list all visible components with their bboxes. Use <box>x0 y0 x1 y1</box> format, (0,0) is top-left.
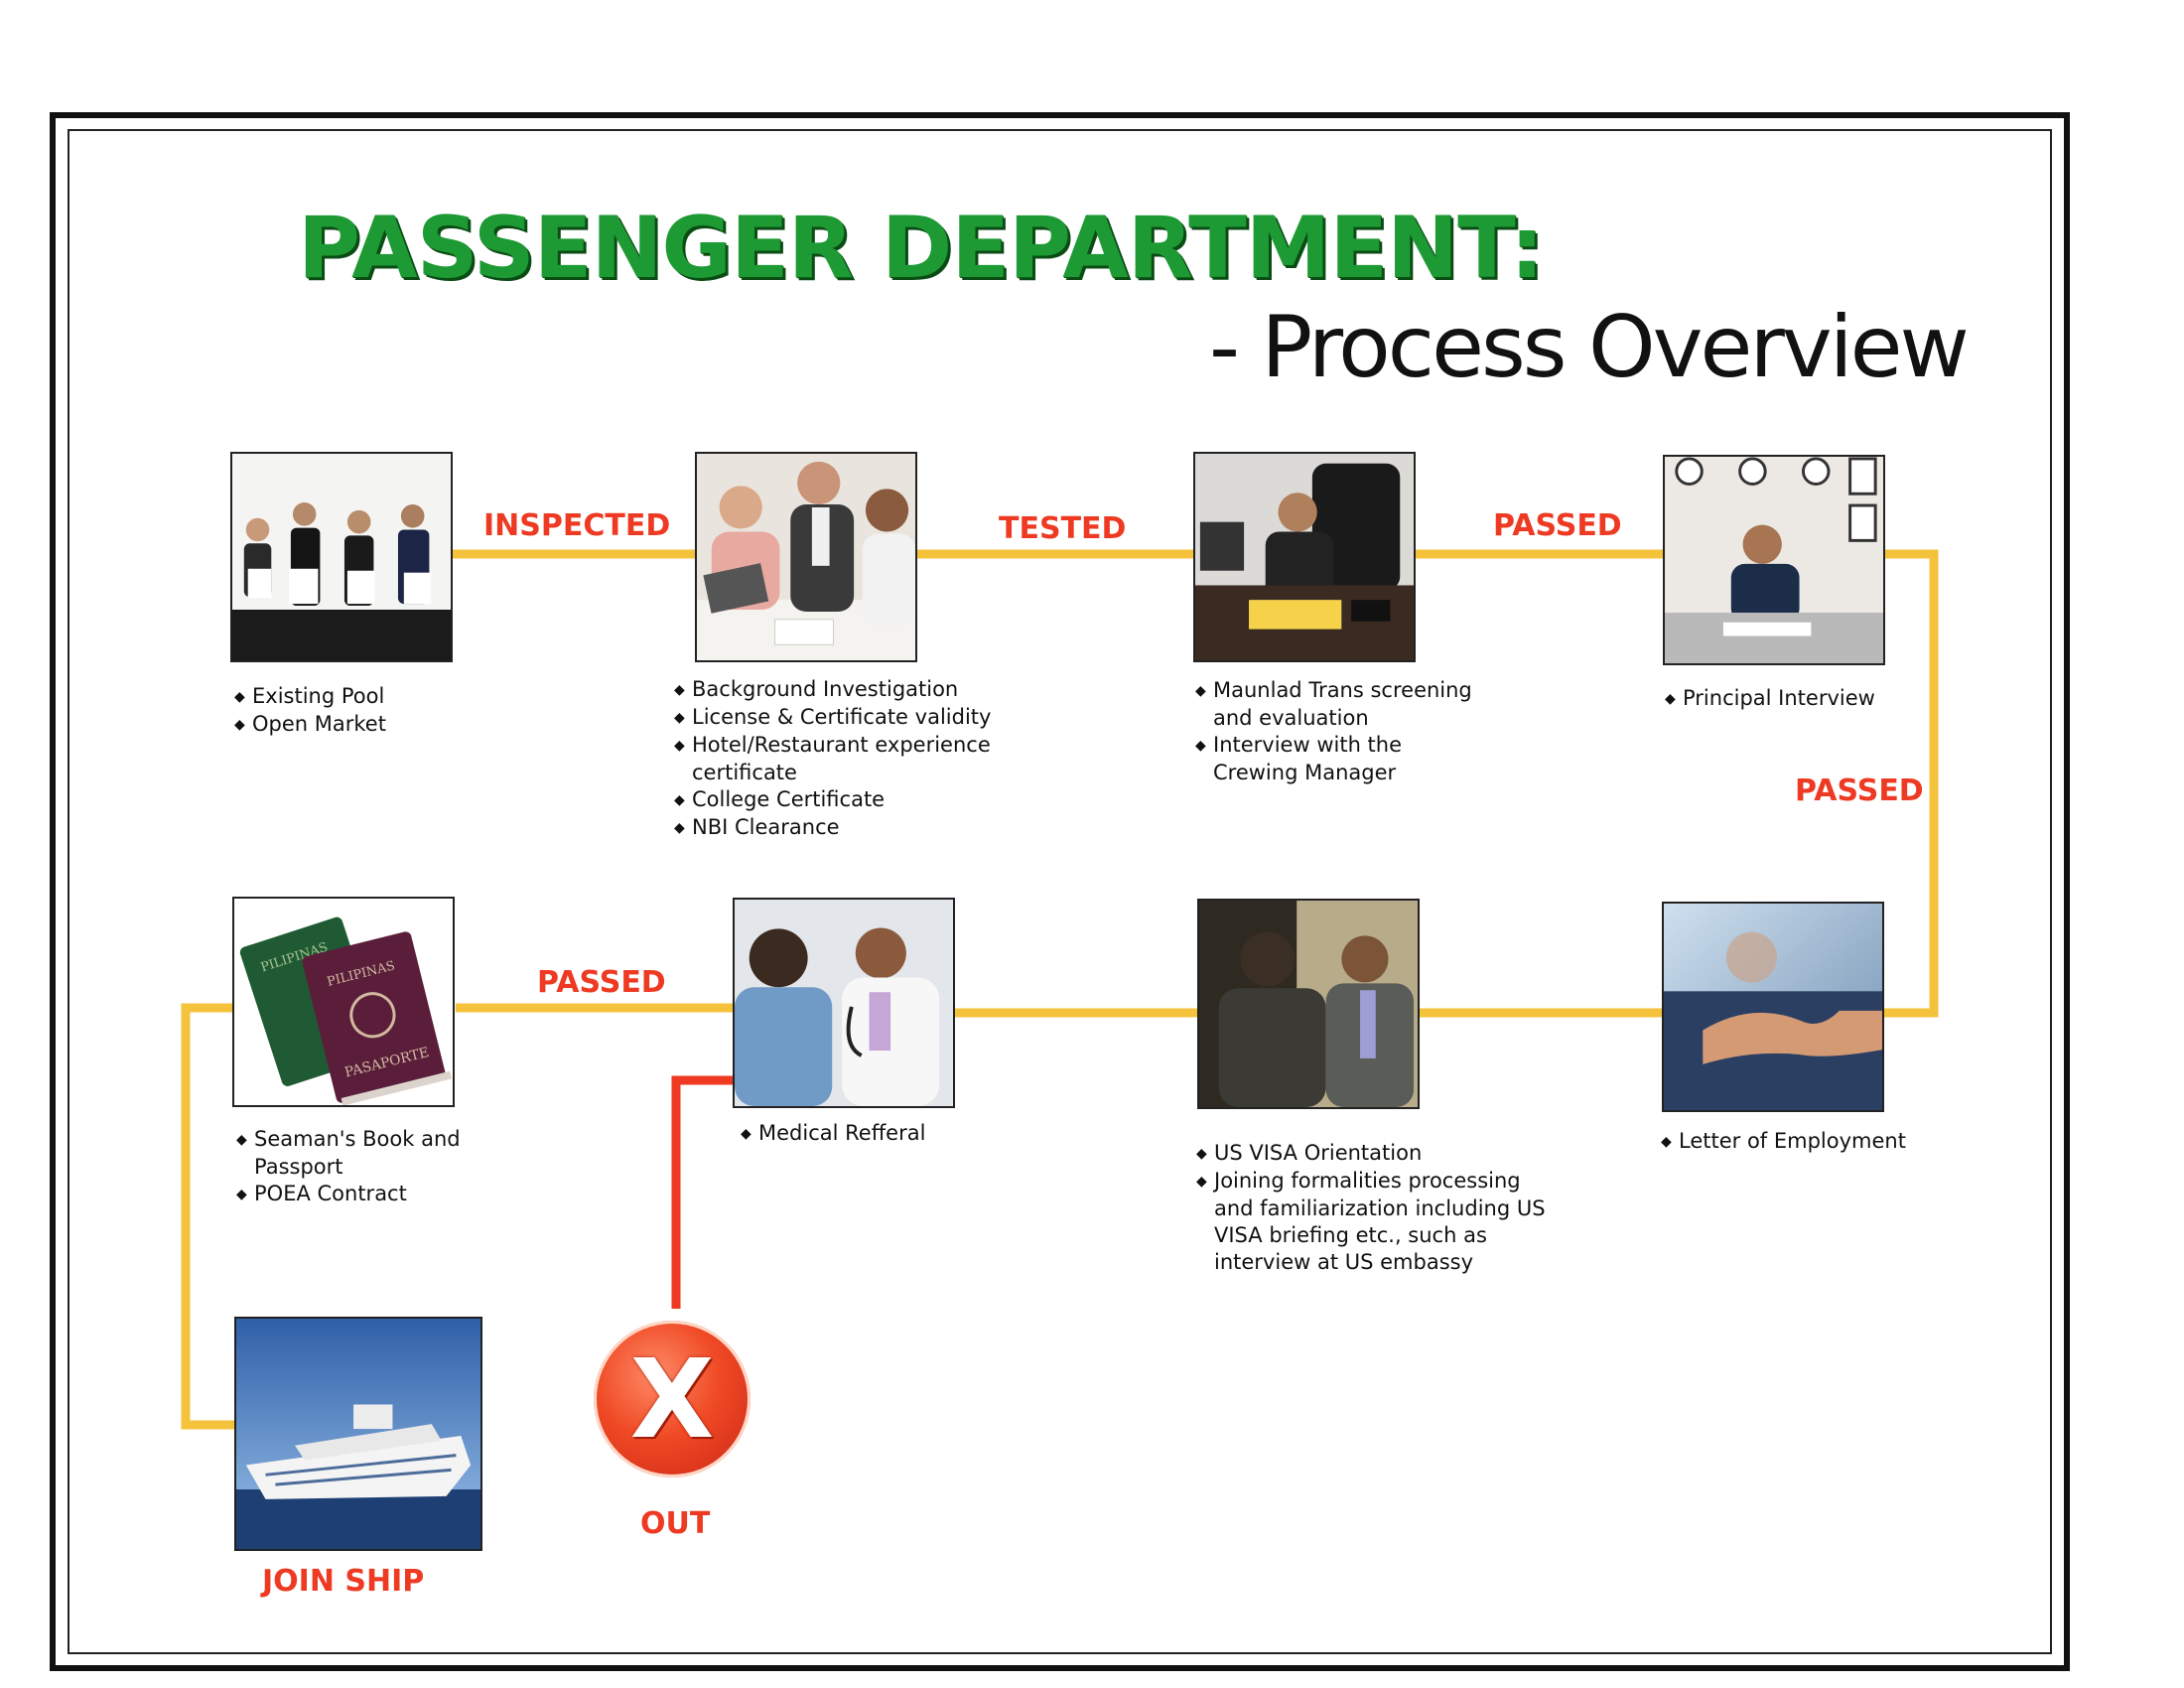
list-item: License & Certificate validity <box>674 704 1051 732</box>
applicants-bullets: Existing Pool Open Market <box>234 683 492 739</box>
business-meeting-photo <box>1197 899 1420 1109</box>
list-item: POEA Contract <box>236 1181 504 1208</box>
list-item: Background Investigation <box>674 676 1051 704</box>
list-item: Medical Refferal <box>741 1120 989 1148</box>
applicants-photo <box>230 452 453 662</box>
list-item: College Certificate <box>674 786 1051 814</box>
out-label: OUT <box>640 1506 711 1541</box>
list-item: Hotel/Restaurant experience certificate <box>674 732 1051 786</box>
connector-passport-ship <box>181 1003 234 1430</box>
page-subtitle: - Process Overview <box>1209 298 1970 397</box>
page-title: PASSENGER DEPARTMENT: <box>298 199 1544 298</box>
doctor-photo <box>733 898 955 1108</box>
list-item: Existing Pool <box>234 683 492 711</box>
passed-label-2: PASSED <box>1795 774 1924 808</box>
passed-label-3: PASSED <box>537 965 666 1000</box>
medical-bullets: Medical Refferal <box>741 1120 989 1148</box>
principal-interview-photo <box>1663 455 1885 665</box>
inspected-label: INSPECTED <box>483 508 671 543</box>
handshake-photo <box>1662 902 1884 1112</box>
connector-principal-employment <box>1884 549 1939 1018</box>
passport-photo: PILIPINAS PILIPINAS PASAPORTE <box>232 897 455 1107</box>
list-item: US VISA Orientation <box>1196 1140 1554 1168</box>
passport-bullets: Seaman's Book and Passport POEA Contract <box>236 1126 504 1208</box>
list-item: Open Market <box>234 711 492 739</box>
office-interview-photo <box>1193 452 1416 662</box>
document-review-photo <box>695 452 917 662</box>
list-item: NBI Clearance <box>674 814 1051 842</box>
outer-frame <box>50 112 2070 1671</box>
screening-bullets: Maunlad Trans screening and evaluation I… <box>1195 677 1493 786</box>
cruise-ship-photo <box>234 1317 482 1551</box>
join-ship-label: JOIN SHIP <box>262 1564 425 1599</box>
documents-bullets: Background Investigation License & Certi… <box>674 676 1051 842</box>
inner-frame <box>68 129 2052 1654</box>
visa-bullets: US VISA Orientation Joining formalities … <box>1196 1140 1554 1276</box>
list-item: Letter of Employment <box>1661 1128 1939 1156</box>
rejected-circle: X <box>594 1321 751 1477</box>
list-item: Principal Interview <box>1665 685 1913 713</box>
list-item: Interview with the Crewing Manager <box>1195 732 1493 786</box>
list-item: Seaman's Book and Passport <box>236 1126 504 1181</box>
employment-bullets: Letter of Employment <box>1661 1128 1939 1156</box>
passed-label-1: PASSED <box>1493 508 1622 543</box>
connector-medical-out <box>671 1075 733 1309</box>
list-item: Maunlad Trans screening and evaluation <box>1195 677 1493 732</box>
tested-label: TESTED <box>999 511 1127 546</box>
list-item: Joining formalities processing and famil… <box>1196 1168 1554 1276</box>
close-icon: X <box>629 1336 715 1463</box>
principal-bullets: Principal Interview <box>1665 685 1913 713</box>
